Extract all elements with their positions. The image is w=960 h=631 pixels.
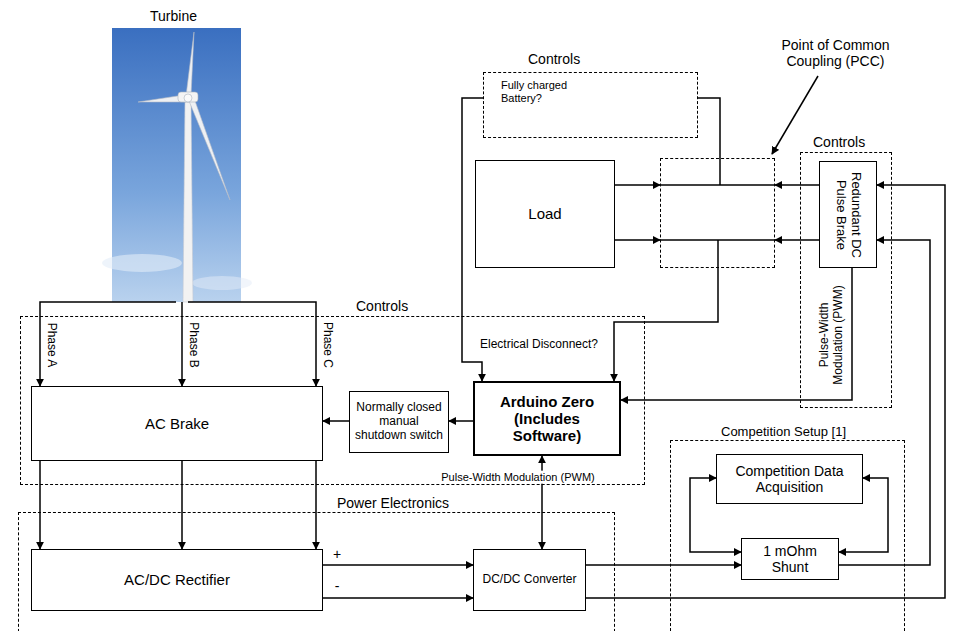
turbine-blade <box>186 32 194 96</box>
connector <box>181 302 183 386</box>
node-label: Arduino Zero (Includes Software) <box>479 393 615 445</box>
brake-box: AC Brake <box>31 386 323 461</box>
connector <box>586 564 741 566</box>
node-label: Normally closed manual shutdown switch <box>354 401 444 442</box>
connector <box>181 461 183 549</box>
tap-wire <box>719 158 721 185</box>
edge-label: Pulse-Width Modulation (PWM) <box>818 277 846 393</box>
edge-label: - <box>333 578 342 594</box>
leader-arrow <box>772 76 818 154</box>
region-heading: Controls <box>528 51 580 67</box>
turbine-nacelle <box>178 92 198 102</box>
region-heading: Controls <box>356 298 408 314</box>
tap-wire <box>717 240 719 268</box>
connector <box>323 597 473 599</box>
node-label: Redundant DC Pulse Brake <box>833 166 863 263</box>
connector <box>315 461 317 549</box>
load-box: Load <box>475 160 615 268</box>
switch-box: Normally closed manual shutdown switch <box>349 391 449 453</box>
connector <box>775 239 819 241</box>
node-label: 1 mOhm Shunt <box>755 543 825 575</box>
node-label: AC Brake <box>145 415 209 432</box>
edge-label: Electrical Disconnect? <box>478 338 600 352</box>
rectifier-box: AC/DC Rectifier <box>31 549 323 611</box>
cloud <box>102 254 182 272</box>
region-heading: Competition Setup [1] <box>721 425 846 440</box>
region-heading: Controls <box>813 134 865 150</box>
electronics-region: Power ElectronicsAC/DC RectifierDC/DC Co… <box>18 512 615 631</box>
edge-label: Pulse-Width Modulation (PWM) <box>439 471 596 484</box>
edge-label: Phase A <box>44 321 58 370</box>
node-label: AC/DC Rectifier <box>124 571 230 588</box>
connector <box>40 302 176 386</box>
connector <box>188 302 316 386</box>
connector <box>615 184 660 186</box>
node-label: DC/DC Converter <box>482 573 576 587</box>
controls-region: ControlsRedundant DC Pulse Brake <box>800 152 892 408</box>
turbine-photo <box>102 28 252 302</box>
brake-box: Redundant DC Pulse Brake <box>819 161 877 268</box>
turbine-frame: Turbine <box>112 28 241 302</box>
turbine-tower <box>183 102 193 302</box>
turbine-blade <box>189 98 230 200</box>
turbine-hub <box>184 94 192 102</box>
shunt-box: 1 mOhm Shunt <box>741 538 839 580</box>
daq-box: Competition Data Acquisition <box>716 454 863 504</box>
cloud <box>192 276 252 290</box>
controls-region: ControlsFully charged Battery? <box>483 72 698 138</box>
connector <box>698 98 720 158</box>
region-heading: Turbine <box>150 8 197 24</box>
connector <box>614 268 718 381</box>
connector <box>39 461 41 549</box>
region-heading: Power Electronics <box>337 495 449 511</box>
edge-label: + <box>331 546 343 562</box>
edge-label: Phase B <box>186 320 200 369</box>
connector <box>323 420 349 422</box>
connector <box>621 268 852 400</box>
region-heading: Fully charged Battery? <box>501 79 583 104</box>
node-label: Load <box>528 205 561 222</box>
pcc-region: Point of Common Coupling (PCC) <box>660 158 775 268</box>
connector <box>323 564 473 566</box>
node-label: Competition Data Acquisition <box>721 463 858 495</box>
bus-wire <box>660 184 775 186</box>
pcc-wires <box>660 158 775 268</box>
connector <box>775 184 819 186</box>
edge-label: Phase C <box>320 320 334 370</box>
controller-box: Arduino Zero (Includes Software) <box>473 381 621 456</box>
connector <box>615 239 660 241</box>
setup-region: Competition Setup [1]Competition Data Ac… <box>670 440 905 631</box>
connector <box>839 240 930 565</box>
region-heading: Point of Common Coupling (PCC) <box>773 37 898 69</box>
connector <box>449 420 473 422</box>
converter-box: DC/DC Converter <box>473 549 586 611</box>
